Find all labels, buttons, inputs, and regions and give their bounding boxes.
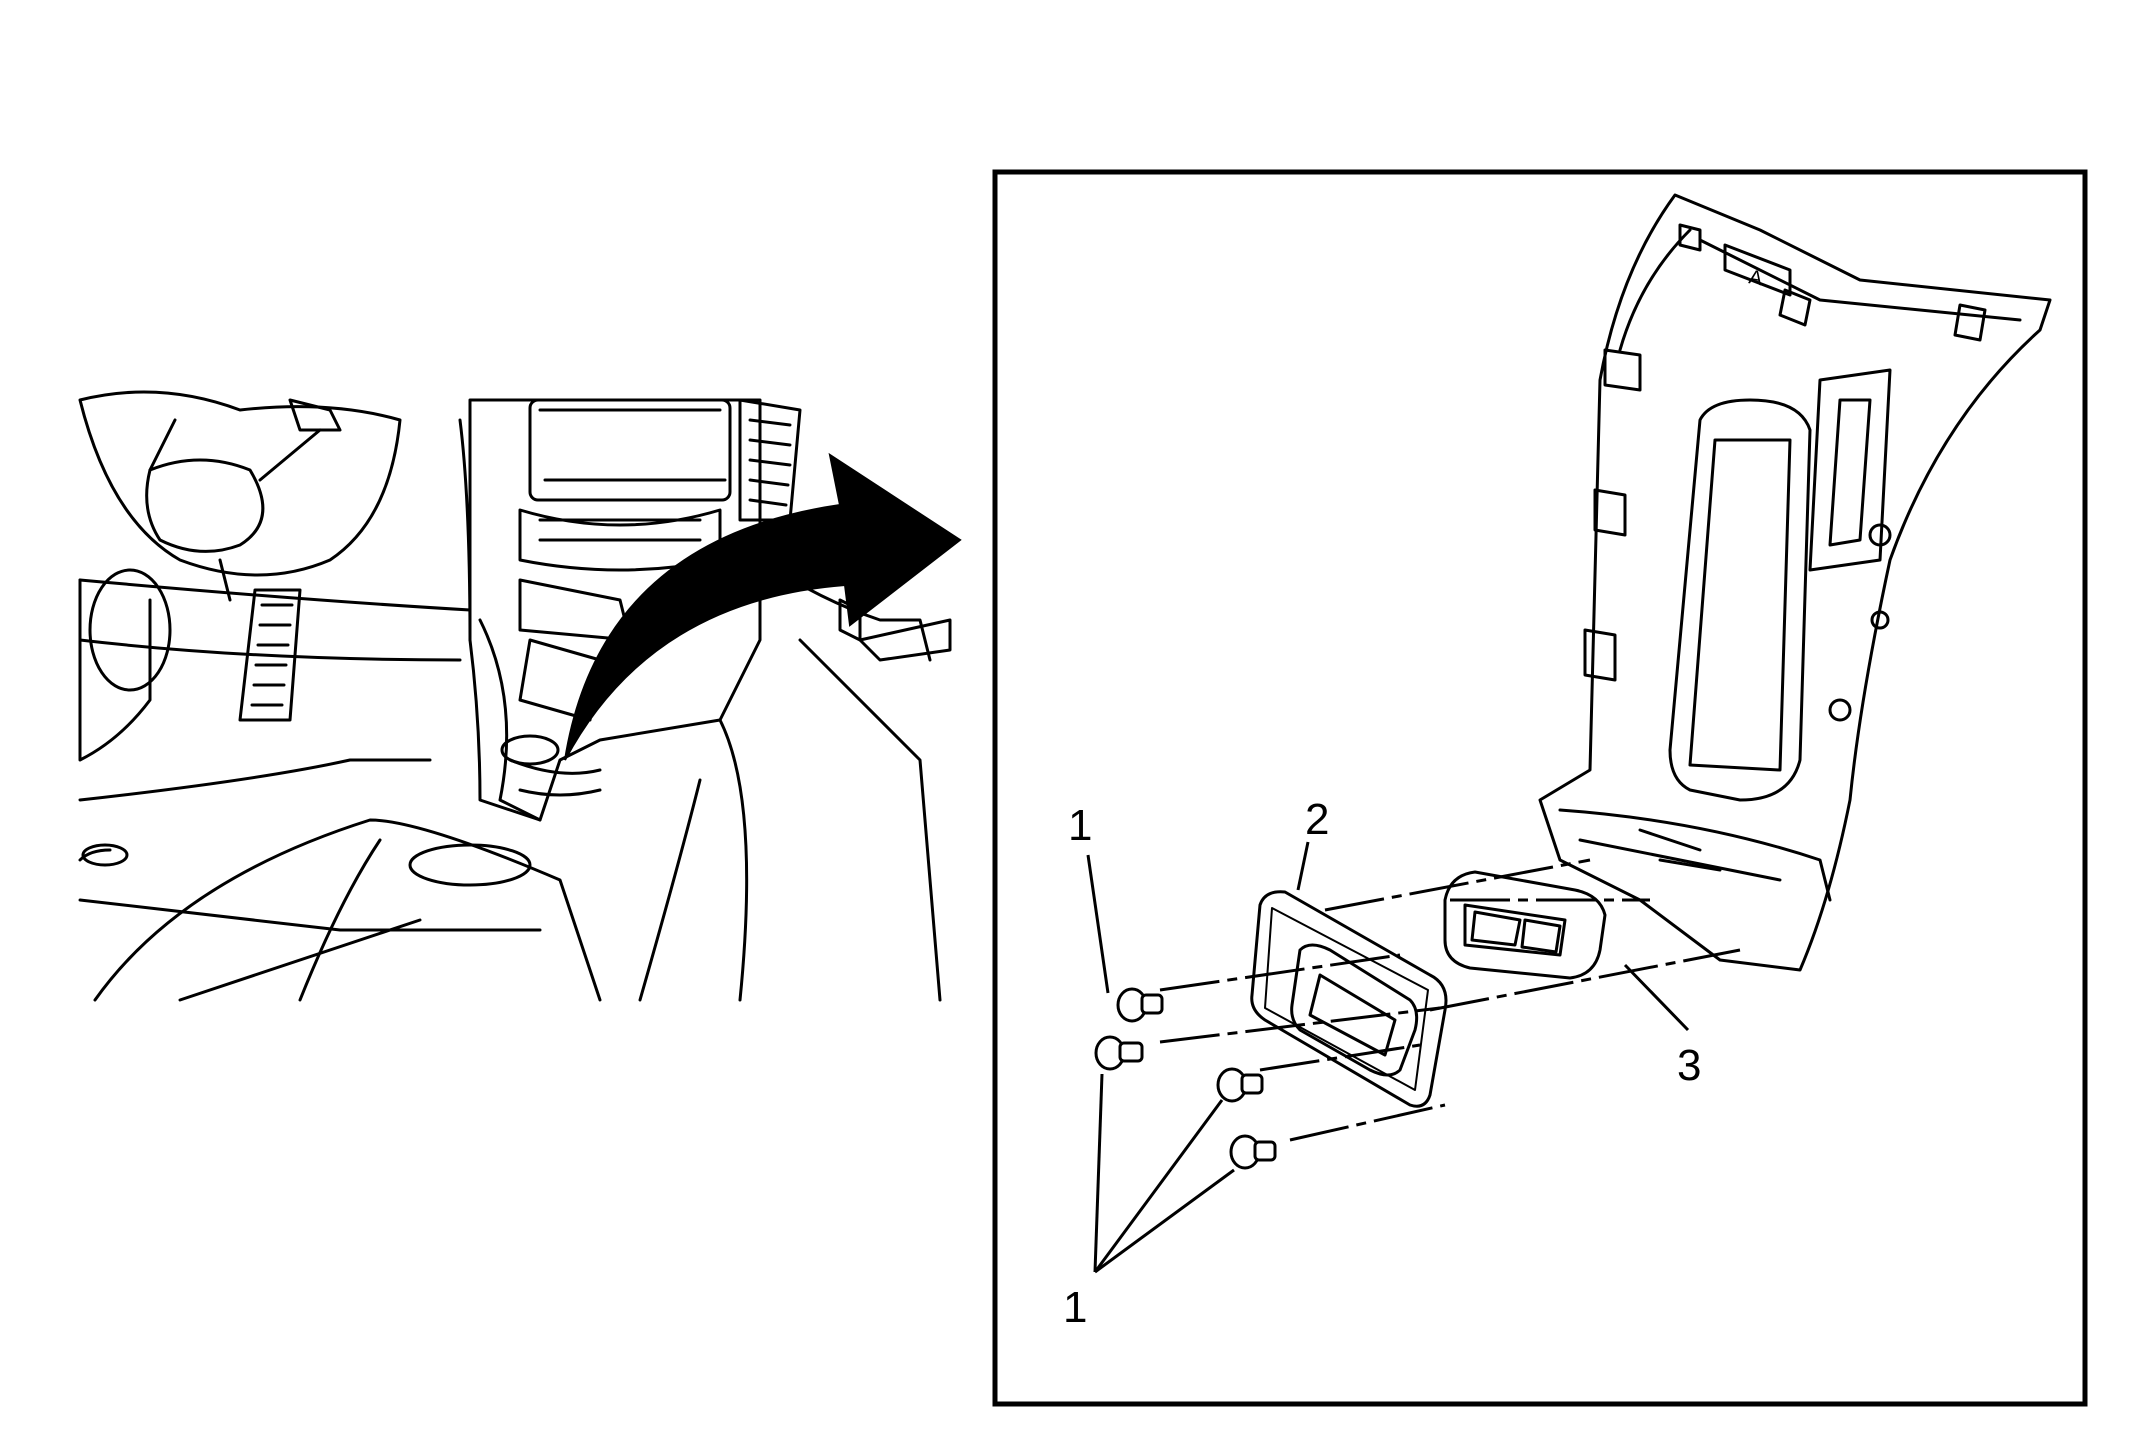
callout-1-top: 1 bbox=[1068, 801, 1092, 850]
steering-wheel bbox=[78, 390, 402, 577]
trim-opening bbox=[1668, 398, 1812, 802]
center-console bbox=[468, 398, 762, 822]
alignment-lines bbox=[1159, 858, 1741, 1142]
bezel-part bbox=[1250, 890, 1448, 1108]
leader-lines bbox=[1086, 841, 1690, 1274]
switch-part bbox=[1443, 870, 1607, 980]
callout-3: 3 bbox=[1677, 1041, 1701, 1090]
screw bbox=[1116, 987, 1164, 1023]
accelerator-pedal bbox=[238, 588, 302, 722]
callout-2: 2 bbox=[1305, 795, 1329, 844]
screw bbox=[1216, 1067, 1264, 1103]
console-trim-panel bbox=[1538, 193, 2052, 972]
trim-panel-letter: A bbox=[1747, 266, 1765, 290]
detail-panel-frame bbox=[992, 169, 2088, 1407]
screw bbox=[1229, 1134, 1277, 1170]
screw bbox=[1094, 1035, 1144, 1071]
direction-arrow bbox=[564, 452, 962, 761]
screw-parts bbox=[1094, 987, 1277, 1170]
armrest bbox=[93, 818, 602, 1002]
vehicle-interior-overview bbox=[78, 390, 952, 1002]
callout-1-bottom: 1 bbox=[1063, 1283, 1087, 1332]
infotainment-screen bbox=[528, 398, 732, 502]
